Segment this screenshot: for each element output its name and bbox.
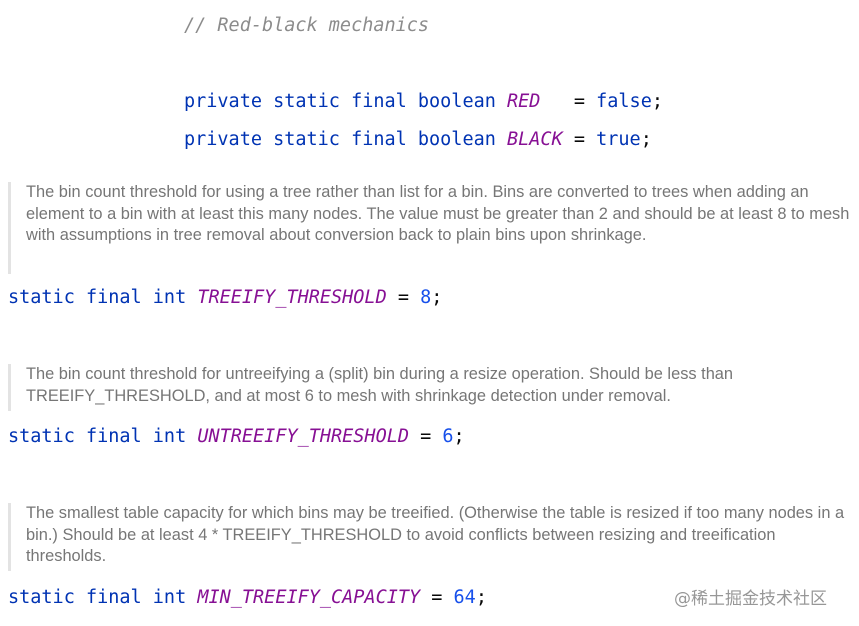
red-declaration: private static final boolean RED = false… bbox=[184, 90, 663, 114]
treeify-threshold-doc: The bin count threshold for using a tree… bbox=[8, 182, 851, 274]
treeify-threshold-declaration: static final int TREEIFY_THRESHOLD = 8; bbox=[8, 286, 442, 310]
section-comment: // Red-black mechanics bbox=[184, 15, 430, 36]
treeify-constant-name: TREEIFY_THRESHOLD bbox=[197, 287, 387, 308]
min-capacity-constant-name: MIN_TREEIFY_CAPACITY bbox=[197, 587, 421, 608]
untreeify-threshold-declaration: static final int UNTREEIFY_THRESHOLD = 6… bbox=[8, 425, 465, 449]
min-capacity-semicolon: ; bbox=[475, 587, 487, 608]
untreeify-threshold-doc: The bin count threshold for untreeifying… bbox=[8, 364, 851, 411]
min-treeify-capacity-declaration: static final int MIN_TREEIFY_CAPACITY = … bbox=[8, 586, 487, 610]
treeify-semicolon: ; bbox=[431, 287, 443, 308]
black-operator: = bbox=[573, 129, 585, 150]
untreeify-operator: = bbox=[420, 426, 432, 447]
black-constant-name: BLACK bbox=[507, 129, 563, 150]
red-keywords: private static final boolean bbox=[184, 91, 496, 112]
black-declaration: private static final boolean BLACK = tru… bbox=[184, 128, 652, 152]
untreeify-constant-name: UNTREEIFY_THRESHOLD bbox=[197, 426, 409, 447]
min-capacity-operator: = bbox=[431, 587, 443, 608]
black-value: true bbox=[596, 129, 641, 150]
treeify-value: 8 bbox=[420, 287, 432, 308]
red-padding bbox=[540, 91, 573, 112]
black-keywords: private static final boolean bbox=[184, 129, 496, 150]
min-capacity-keywords: static final int bbox=[8, 587, 187, 608]
min-capacity-value: 64 bbox=[453, 587, 476, 608]
red-operator: = bbox=[573, 91, 585, 112]
untreeify-value: 6 bbox=[442, 426, 454, 447]
min-treeify-capacity-doc: The smallest table capacity for which bi… bbox=[8, 503, 851, 571]
treeify-keywords: static final int bbox=[8, 287, 187, 308]
black-semicolon: ; bbox=[640, 129, 652, 150]
treeify-operator: = bbox=[397, 287, 409, 308]
untreeify-semicolon: ; bbox=[453, 426, 465, 447]
untreeify-keywords: static final int bbox=[8, 426, 187, 447]
watermark: @稀土掘金技术社区 bbox=[674, 589, 827, 609]
red-constant-name: RED bbox=[507, 91, 541, 112]
red-value: false bbox=[596, 91, 652, 112]
red-semicolon: ; bbox=[651, 91, 663, 112]
